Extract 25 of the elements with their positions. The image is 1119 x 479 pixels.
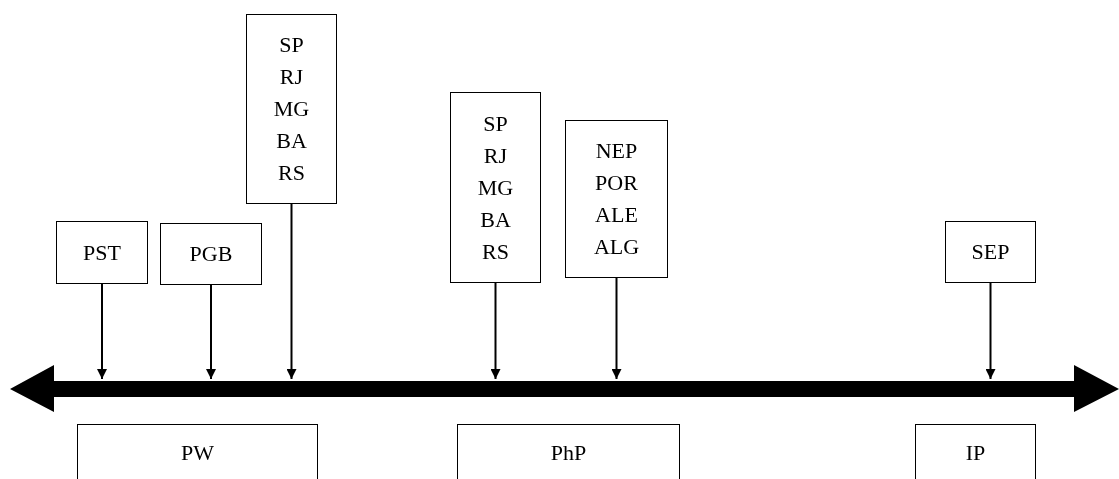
arrow [206, 284, 216, 380]
box-label: PGB [189, 240, 233, 268]
box-label: PW [181, 439, 214, 467]
label-box [450, 92, 541, 283]
box-label: SP RJ MG BA RS [477, 109, 514, 266]
label-box [945, 221, 1036, 283]
box-label: SEP [971, 238, 1010, 266]
box-label: NEP POR ALE ALG [593, 137, 640, 261]
label-box [565, 120, 668, 278]
label-box [56, 221, 148, 284]
arrow [490, 282, 501, 380]
label-box [457, 424, 680, 479]
arrow [97, 283, 107, 380]
label-box [77, 424, 318, 479]
label-box [246, 14, 337, 204]
box-label: PST [83, 238, 121, 267]
box-label: PhP [550, 439, 587, 467]
arrow [286, 203, 297, 380]
timeline-double-arrow [10, 365, 1119, 412]
arrow [985, 282, 996, 380]
label-box [160, 223, 262, 285]
arrow [611, 277, 622, 380]
box-label: SP RJ MG BA RS [273, 31, 310, 187]
box-label: IP [965, 439, 986, 467]
label-box [915, 424, 1036, 479]
